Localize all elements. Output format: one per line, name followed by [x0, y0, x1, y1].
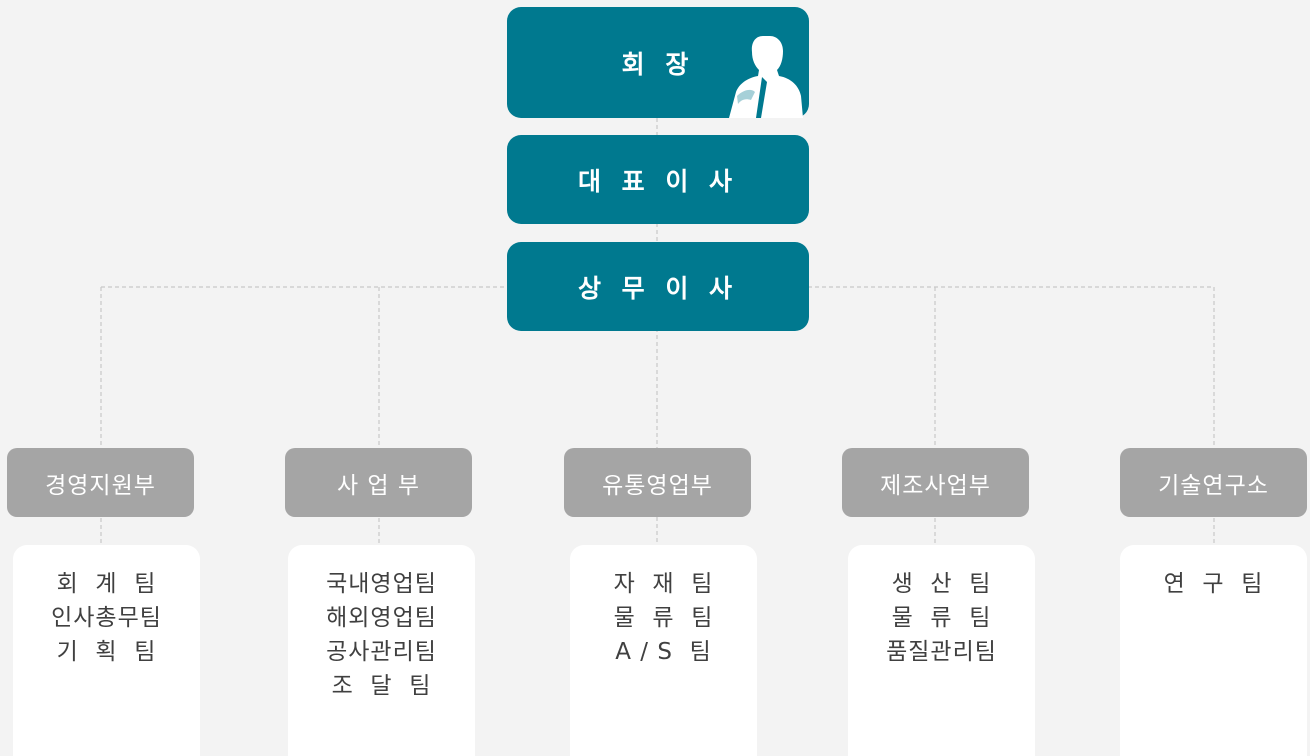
department-box-4: 제조사업부 [842, 448, 1029, 517]
department-box-1: 경영지원부 [7, 448, 194, 517]
department-name: 기술연구소 [1158, 472, 1269, 499]
team-item: 생 산 팀 [891, 571, 992, 597]
team-item: 물 류 팀 [891, 605, 992, 631]
team-list-3: 자 재 팀 물 류 팀 A / S 팀 [570, 545, 757, 756]
department-name: 유통영업부 [602, 472, 713, 499]
team-item: 해외영업팀 [326, 605, 437, 631]
team-list-5: 연 구 팀 [1120, 545, 1307, 756]
chairman-box: 회 장 [507, 7, 809, 118]
department-box-3: 유통영업부 [564, 448, 751, 517]
ceo-label: 대 표 이 사 [577, 166, 739, 196]
department-name: 사 업 부 [336, 472, 421, 499]
team-item: 품질관리팀 [886, 639, 997, 665]
department-name: 경영지원부 [45, 472, 156, 499]
team-item: 기 획 팀 [56, 639, 157, 665]
department-name: 제조사업부 [880, 472, 991, 499]
managing-director-label: 상 무 이 사 [577, 273, 739, 303]
chairman-label: 회 장 [621, 49, 695, 79]
team-item: 인사총무팀 [51, 605, 162, 631]
team-item: 연 구 팀 [1163, 571, 1264, 597]
team-item: 물 류 팀 [613, 605, 714, 631]
team-item: 국내영업팀 [326, 571, 437, 597]
team-list-2: 국내영업팀 해외영업팀 공사관리팀 조 달 팀 [288, 545, 475, 756]
businessman-silhouette-icon [729, 36, 803, 118]
ceo-box: 대 표 이 사 [507, 135, 809, 224]
team-list-1: 회 계 팀 인사총무팀 기 획 팀 [13, 545, 200, 756]
team-list-4: 생 산 팀 물 류 팀 품질관리팀 [848, 545, 1035, 756]
team-item: 자 재 팀 [613, 571, 714, 597]
team-item: A / S 팀 [615, 639, 712, 665]
managing-director-box: 상 무 이 사 [507, 242, 809, 331]
team-item: 회 계 팀 [56, 571, 157, 597]
team-item: 조 달 팀 [331, 673, 432, 699]
department-box-5: 기술연구소 [1120, 448, 1307, 517]
department-box-2: 사 업 부 [285, 448, 472, 517]
team-item: 공사관리팀 [326, 639, 437, 665]
